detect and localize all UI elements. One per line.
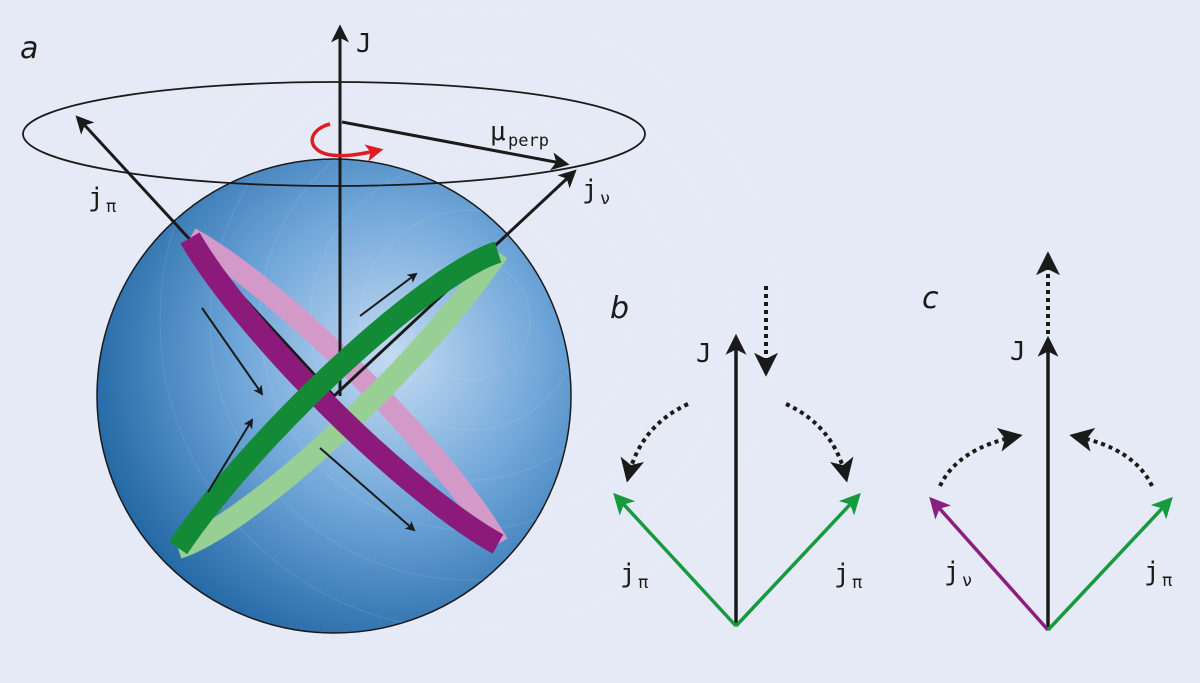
label-j-pi-sub: π — [106, 197, 116, 217]
vector-mu-perp — [341, 120, 570, 171]
panel-b-letter: b — [610, 291, 629, 326]
label-right-c: j — [1144, 557, 1160, 587]
precession-ellipse — [22, 81, 646, 187]
label-left-b: j — [620, 559, 636, 589]
rotation-arrow-icon — [310, 122, 384, 162]
ring-lightgreen-back — [174, 245, 508, 559]
ring-arrow-2 — [319, 447, 416, 532]
label-right-b: j — [834, 559, 850, 589]
vector-j-pi-left-b — [613, 492, 738, 628]
ring-purple-front — [180, 232, 504, 554]
vector-j-pi-right-c — [1046, 496, 1173, 632]
panel-c-letter: c — [922, 281, 939, 316]
label-right-c-sub: π — [1162, 571, 1172, 591]
vector-j-nu-left-c — [929, 496, 1050, 632]
ring-arrow-3 — [207, 418, 254, 493]
label-j-nu: j — [582, 175, 598, 205]
panel-c: c J j ν j π — [922, 251, 1173, 632]
dotted-arrow-left-b — [620, 402, 689, 483]
label-left-c-sub: ν — [962, 571, 972, 591]
vector-j-pi-right-b — [734, 492, 861, 628]
panel-b: b J j π j π — [610, 286, 862, 628]
label-left-b-sub: π — [638, 573, 648, 593]
dotted-arrow-left-c — [938, 428, 1023, 487]
ring-arrow-1 — [201, 307, 264, 396]
label-left-c: j — [944, 557, 960, 587]
label-J-b: J — [696, 339, 712, 369]
dotted-arrow-right-c — [1069, 428, 1154, 487]
label-j-nu-sub: ν — [600, 189, 610, 209]
ring-arrow-4 — [359, 272, 418, 317]
label-mu-sub: perp — [508, 131, 549, 151]
label-right-b-sub: π — [852, 573, 862, 593]
label-j-pi: j — [88, 183, 104, 213]
label-J: J — [356, 29, 372, 59]
label-mu: μ — [490, 117, 506, 147]
label-J-c: J — [1010, 337, 1026, 367]
panel-a: a J μ perp — [20, 9, 781, 634]
dotted-arrow-right-b — [785, 402, 854, 483]
panel-a-letter: a — [20, 31, 38, 66]
ring-green-front — [168, 241, 502, 555]
